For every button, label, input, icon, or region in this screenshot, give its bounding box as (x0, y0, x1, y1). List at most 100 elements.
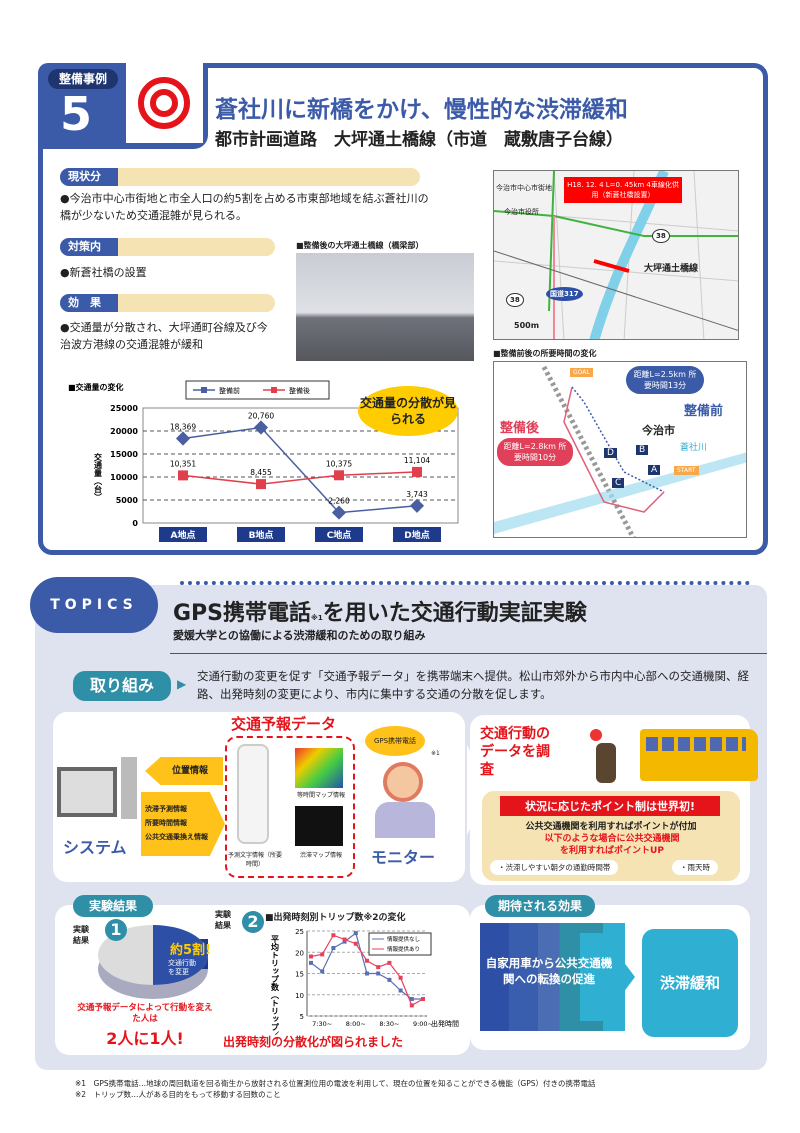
data-point (409, 997, 414, 1001)
y-axis-label: 平均トリップ数（トリップ／10分） (270, 935, 280, 1035)
x-tick-label: 9:00~ (413, 1020, 433, 1028)
section-heading: 効 果 (60, 294, 118, 312)
footnote: ※2 トリップ数…人がある目的をもって移動する回数のこと (75, 1090, 281, 1099)
data-point (331, 505, 347, 520)
location-info-arrow: 位置情報 (145, 757, 223, 785)
y-axis-label: 交通量（台） (94, 452, 103, 501)
point-b: B (636, 445, 649, 455)
results-label: 実験結果 (73, 895, 153, 917)
data-label: 3,743 (406, 490, 428, 499)
legend-label: 整備後 (289, 386, 310, 395)
monitor-person-icon (383, 762, 423, 802)
forecast-data-title: 交通予報データ (231, 715, 337, 733)
series-line (182, 426, 418, 514)
x-category-box (159, 527, 207, 542)
y-tick-label: 25 (295, 928, 304, 936)
route-map: H18. 12. 4 L=0. 45km 4車線化供用（新蒼社橋設置） 今治市中… (493, 170, 739, 340)
data-point (178, 470, 188, 481)
expected-box: 自家用車から公共交通機関への転換の促進 渋滞緩和 (470, 905, 750, 1050)
pie-big-text: 2人に1人! (106, 1029, 184, 1048)
y-tick-label: 20 (295, 949, 304, 957)
data-point (331, 946, 336, 950)
info-line: 公共交通乗換え情報 (145, 833, 208, 841)
pie-slice-changed (153, 925, 208, 985)
data-point (387, 960, 392, 965)
data-point (365, 958, 369, 963)
x-tick-label: D地点 (404, 529, 429, 541)
section-header-analysis: 現状分析 (60, 168, 420, 201)
trip-chart-title: ■出発時刻別トリップ数※2の変化 (265, 913, 406, 923)
y-tick-label: 5000 (116, 496, 139, 505)
data-label: 10,375 (326, 459, 352, 468)
legend-label: 情報提供あり (387, 945, 420, 953)
effect-text: ●交通量が分散され、大坪通町谷線及び今治波方港線の交通混雑が緩和 (60, 321, 268, 351)
expected-to: 渋滞緩和 (642, 929, 738, 1037)
map-scale: 500m (514, 321, 540, 330)
trip-count-chart: 5101520257:30~8:00~8:30~9:00~出発時間平均トリップ数… (270, 928, 460, 1035)
y-tick-label: 5 (300, 1013, 304, 1021)
map-note: H18. 12. 4 L=0. 45km 4車線化供用（新蒼社橋設置） (564, 177, 682, 203)
data-point (353, 931, 358, 936)
data-point (412, 466, 422, 477)
data-point (353, 941, 358, 946)
y-tick-label: 20000 (110, 427, 138, 436)
bus-icon (640, 729, 758, 781)
data-point (309, 954, 313, 959)
data-point (365, 971, 369, 976)
result-pie-chart (98, 925, 208, 999)
x-axis-label: 出発時間 (431, 1019, 459, 1028)
data-label: 20,760 (248, 412, 274, 421)
result-number-2: 2 (242, 911, 264, 933)
data-point (256, 479, 266, 490)
case-label: 整備事例 (48, 69, 118, 89)
point-a: A (648, 465, 661, 475)
case-study-panel: 整備事例 5 蒼社川に新橋をかけ、慢性的な渋滞緩和 都市計画道路 大坪通土橋線（… (38, 63, 768, 555)
data-point (320, 969, 325, 974)
monitor-body-icon (375, 802, 435, 838)
route-38-shield: 38 (506, 293, 524, 307)
effort-text: 交通行動の変更を促す「交通予報データ」を携帯端末へ提供。松山市郊外から市内中心部… (197, 669, 749, 701)
expected-from: 自家用車から公共交通機関への転換の促進 (485, 956, 613, 986)
data-point (309, 960, 313, 965)
monitor-label: モニター (371, 848, 436, 867)
after-label: 整備後 (500, 421, 540, 436)
legend-marker (201, 387, 207, 393)
phone-icon (237, 744, 269, 844)
data-point (376, 965, 381, 970)
y-tick-label: 0 (132, 519, 138, 528)
callout-bubble: 交通量の分散が見られる (358, 386, 458, 436)
data-label: 11,104 (404, 456, 430, 465)
survey-title: 交通行動のデータを調 査 (480, 726, 564, 778)
gps-note: ※1 (431, 750, 440, 757)
before-label: 整備前 (684, 404, 724, 419)
photo-caption: ■整備後の大坪通土橋線（橋梁部） (296, 241, 424, 250)
topics-title: GPS携帯電話※1を用いた交通行動実証実験 (173, 595, 587, 627)
title-part: GPS携帯電話 (173, 601, 312, 626)
effort-label: 取り組み (73, 671, 171, 701)
river-label: 蒼社川 (680, 443, 708, 453)
item-label: 予測文字情報（所要時間） (227, 852, 282, 868)
x-tick-label: B地点 (249, 529, 274, 541)
results-box: 約5割! 交通行動を変更 実験結果 1 交通予報データによって行動を変えた人は … (55, 905, 470, 1055)
case-number-tag: 整備事例 5 (38, 63, 208, 149)
data-point (331, 933, 336, 938)
data-label: 10,351 (170, 459, 196, 468)
data-point (320, 952, 325, 957)
point-c: C (612, 478, 625, 488)
legend-label: 整備前 (219, 386, 240, 395)
data-point (334, 470, 344, 481)
case-subtitle: 都市計画道路 大坪通土橋線（市道 蔵敷唐子台線） (215, 130, 623, 150)
plot-frame (142, 407, 459, 524)
legend-box (185, 380, 330, 400)
congestion-map-image (295, 806, 343, 846)
chart2-message: 出発時刻の分散化が図られました (223, 1035, 404, 1049)
x-category-box (393, 527, 441, 542)
series-line (182, 471, 418, 485)
x-tick-label: 8:30~ (379, 1020, 399, 1028)
gps-bubble: GPS携帯電話 (365, 726, 425, 756)
travel-time-map: GOAL START 距離L=2.5km 所要時間13分 整備前 整備後 距離L… (493, 361, 747, 538)
route-317-shield: 国道317 (546, 287, 583, 301)
legend-marker (271, 387, 277, 393)
points-line1: 公共交通機関を利用すればポイントが付加 (525, 822, 697, 832)
condition-chip: ・渋滞しやすい朝夕の通勤時間帯 (490, 860, 619, 875)
